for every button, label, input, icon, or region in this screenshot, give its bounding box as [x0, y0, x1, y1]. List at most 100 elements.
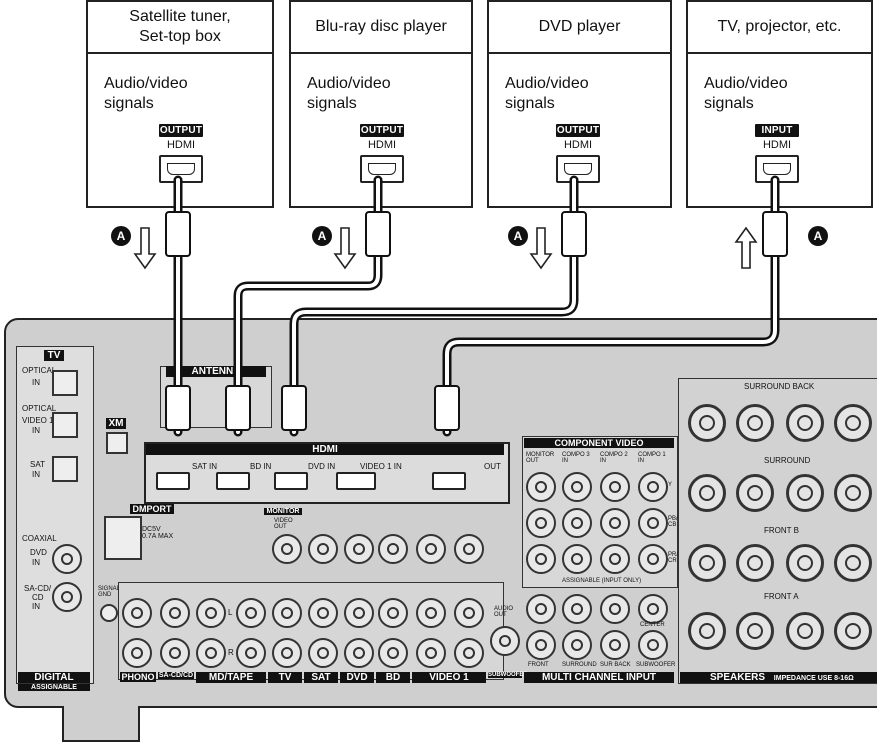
video1-in-r-jack[interactable]: [454, 638, 484, 668]
digital-label: DIGITAL: [18, 672, 90, 683]
r-label: R: [228, 648, 234, 657]
multi-front-label: FRONT: [528, 662, 549, 668]
speaker-terminal[interactable]: [736, 544, 774, 582]
component-jack[interactable]: [526, 472, 556, 502]
speaker-terminal[interactable]: [834, 404, 872, 442]
multi-subwoofer-jack[interactable]: [638, 630, 668, 660]
bd-l-jack[interactable]: [378, 598, 408, 628]
speaker-terminal[interactable]: [786, 404, 824, 442]
mdtape-in-r-jack[interactable]: [236, 638, 266, 668]
port-type: HDMI: [166, 139, 196, 151]
video1-out-l-jack[interactable]: [416, 598, 446, 628]
tv-block-label: TV: [44, 350, 64, 361]
speaker-terminal[interactable]: [786, 612, 824, 650]
optical-port-sat[interactable]: [52, 456, 78, 482]
hdmi-port-dvd[interactable]: [274, 472, 308, 490]
speaker-terminal[interactable]: [688, 474, 726, 512]
speaker-terminal[interactable]: [786, 474, 824, 512]
speaker-terminal[interactable]: [736, 474, 774, 512]
hdmi-video1-label: VIDEO 1 IN: [360, 462, 402, 471]
component-jack[interactable]: [638, 544, 668, 574]
multi-surround-l-jack[interactable]: [562, 594, 592, 624]
signal-label: Audio/video signals: [104, 75, 188, 112]
mdtape-out-r-jack[interactable]: [196, 638, 226, 668]
dmport-socket[interactable]: [104, 516, 142, 560]
ground-screw-icon[interactable]: [100, 604, 118, 622]
speaker-terminal[interactable]: [834, 544, 872, 582]
plug-top: [762, 211, 788, 257]
mdtape-out-l-jack[interactable]: [196, 598, 226, 628]
coax-in-label: IN: [32, 558, 40, 567]
component-jack[interactable]: [638, 472, 668, 502]
speaker-terminal[interactable]: [688, 404, 726, 442]
component-jack[interactable]: [526, 544, 556, 574]
multi-center-jack[interactable]: [638, 594, 668, 624]
hdmi-port-bd[interactable]: [216, 472, 250, 490]
sat-video-in-jack[interactable]: [308, 534, 338, 564]
phono-l-jack[interactable]: [122, 598, 152, 628]
subwoofer-audio-out-jack[interactable]: [490, 626, 520, 656]
video1-out-r-jack[interactable]: [416, 638, 446, 668]
component-jack[interactable]: [600, 472, 630, 502]
dvd-r-jack[interactable]: [344, 638, 374, 668]
video1-video-out-jack[interactable]: [416, 534, 446, 564]
speaker-terminal[interactable]: [736, 404, 774, 442]
mdtape-in-l-jack[interactable]: [236, 598, 266, 628]
speaker-terminal[interactable]: [834, 612, 872, 650]
plug-top: [561, 211, 587, 257]
coaxial-jack-dvd[interactable]: [52, 544, 82, 574]
dvd-l-jack[interactable]: [344, 598, 374, 628]
tv-l-jack[interactable]: [272, 598, 302, 628]
optical-in-label: IN: [32, 378, 40, 387]
optical-port-video1[interactable]: [52, 412, 78, 438]
coaxial-jack-sacd[interactable]: [52, 582, 82, 612]
multi-front-l-jack[interactable]: [526, 594, 556, 624]
multi-surback-r-jack[interactable]: [600, 630, 630, 660]
sacd-r-jack[interactable]: [160, 638, 190, 668]
sat-r-jack[interactable]: [308, 638, 338, 668]
speaker-terminal[interactable]: [688, 612, 726, 650]
monitor-video-out-jack[interactable]: [272, 534, 302, 564]
multi-subwoofer-label: SUBWOOFER: [636, 662, 676, 668]
dvd-input-label: DVD: [340, 672, 374, 683]
speaker-terminal[interactable]: [834, 474, 872, 512]
dvd-video-in-jack[interactable]: [344, 534, 374, 564]
xm-port[interactable]: [106, 432, 128, 454]
component-jack[interactable]: [600, 544, 630, 574]
multi-front-r-jack[interactable]: [526, 630, 556, 660]
signal-label: Audio/video signals: [704, 75, 788, 112]
sat-l-jack[interactable]: [308, 598, 338, 628]
multi-surback-l-jack[interactable]: [600, 594, 630, 624]
hdmi-port-out[interactable]: [432, 472, 466, 490]
component-jack[interactable]: [526, 508, 556, 538]
bd-video-in-jack[interactable]: [378, 534, 408, 564]
tv-r-jack[interactable]: [272, 638, 302, 668]
port-tag: OUTPUT: [556, 124, 600, 137]
device-satellite-tuner: Satellite tuner, Set-top box Audio/video…: [86, 0, 274, 208]
component-y-label: Y: [668, 482, 673, 488]
speaker-terminal[interactable]: [688, 544, 726, 582]
component-jack[interactable]: [562, 508, 592, 538]
hdmi-port-sat[interactable]: [156, 472, 190, 490]
speaker-terminal[interactable]: [736, 612, 774, 650]
component-jack[interactable]: [562, 544, 592, 574]
bd-r-jack[interactable]: [378, 638, 408, 668]
video1-in-l-jack[interactable]: [454, 598, 484, 628]
device-title: DVD player: [489, 2, 670, 54]
speaker-terminal[interactable]: [786, 544, 824, 582]
sacd-l-jack[interactable]: [160, 598, 190, 628]
component-jack[interactable]: [600, 508, 630, 538]
signal-label: Audio/video signals: [307, 75, 391, 112]
coax-sacd-label: SA-CD/: [24, 584, 52, 593]
multi-surround-r-jack[interactable]: [562, 630, 592, 660]
video1-label: VIDEO 1: [22, 416, 54, 425]
video1-video-in-jack[interactable]: [454, 534, 484, 564]
coax-cd-label: CD: [32, 593, 44, 602]
optical-port-tv[interactable]: [52, 370, 78, 396]
component-jack[interactable]: [638, 508, 668, 538]
receiver-rear-panel: TV OPTICAL IN OPTICAL VIDEO 1 IN SAT IN …: [4, 318, 877, 708]
component-video-header: COMPONENT VIDEO: [524, 438, 674, 448]
component-jack[interactable]: [562, 472, 592, 502]
phono-r-jack[interactable]: [122, 638, 152, 668]
hdmi-port-video1[interactable]: [336, 472, 376, 490]
